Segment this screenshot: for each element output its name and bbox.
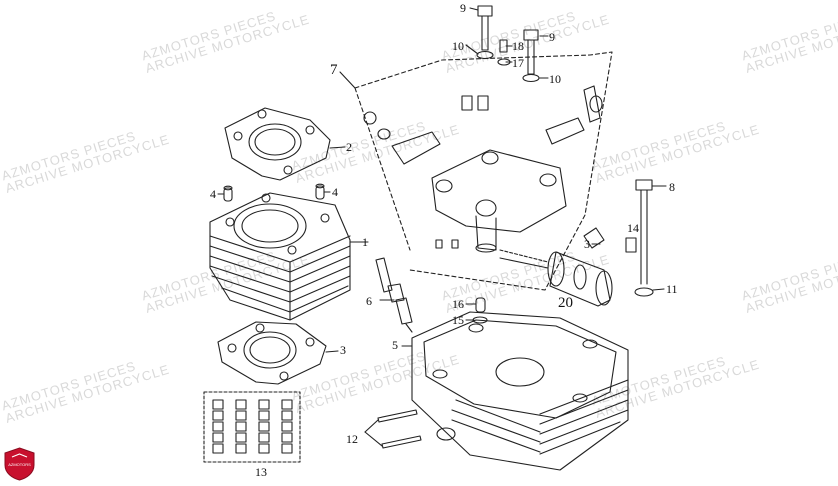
callout-10: 10 xyxy=(452,39,464,53)
spark-plug xyxy=(375,257,413,333)
callout-17: 17 xyxy=(512,56,524,70)
top-gasket xyxy=(224,107,346,181)
callout-9: 9 xyxy=(549,30,555,44)
callout-18: 18 xyxy=(512,39,524,53)
long-bolt xyxy=(634,179,667,297)
callout-7: 7 xyxy=(330,62,338,78)
dowel-pins xyxy=(217,183,331,202)
callout-9: 9 xyxy=(460,1,466,15)
callout-3: 3 xyxy=(584,237,590,251)
dowel-and-oring xyxy=(472,297,488,324)
callout-6: 6 xyxy=(366,294,372,308)
rocker-arm-holder xyxy=(431,149,567,253)
azmotors-logo: AZMOTORS xyxy=(3,447,36,481)
callout-12: 12 xyxy=(346,432,358,446)
studs xyxy=(364,409,422,449)
cylinder-block xyxy=(209,192,369,321)
callout-5: 5 xyxy=(392,338,398,352)
camshaft xyxy=(499,249,613,307)
base-gasket xyxy=(217,321,339,385)
callout-4: 4 xyxy=(332,185,338,199)
callout-3: 3 xyxy=(340,343,346,357)
bolts xyxy=(476,5,540,83)
callout-2: 2 xyxy=(346,140,352,154)
callout-13: 13 xyxy=(255,465,267,479)
callout-20: 20 xyxy=(558,295,573,311)
callout-1: 1 xyxy=(362,235,368,249)
callout-15: 15 xyxy=(452,313,464,327)
callout-8: 8 xyxy=(669,180,675,194)
callout-16: 16 xyxy=(452,297,464,311)
callout-11: 11 xyxy=(666,282,678,296)
valve-keepers-set xyxy=(203,391,301,463)
rocker-arms xyxy=(377,95,603,165)
cylinder-head xyxy=(401,311,629,471)
callout-10: 10 xyxy=(549,72,561,86)
callout-4: 4 xyxy=(210,187,216,201)
small-fasteners xyxy=(363,85,637,253)
callout-14: 14 xyxy=(627,221,639,235)
